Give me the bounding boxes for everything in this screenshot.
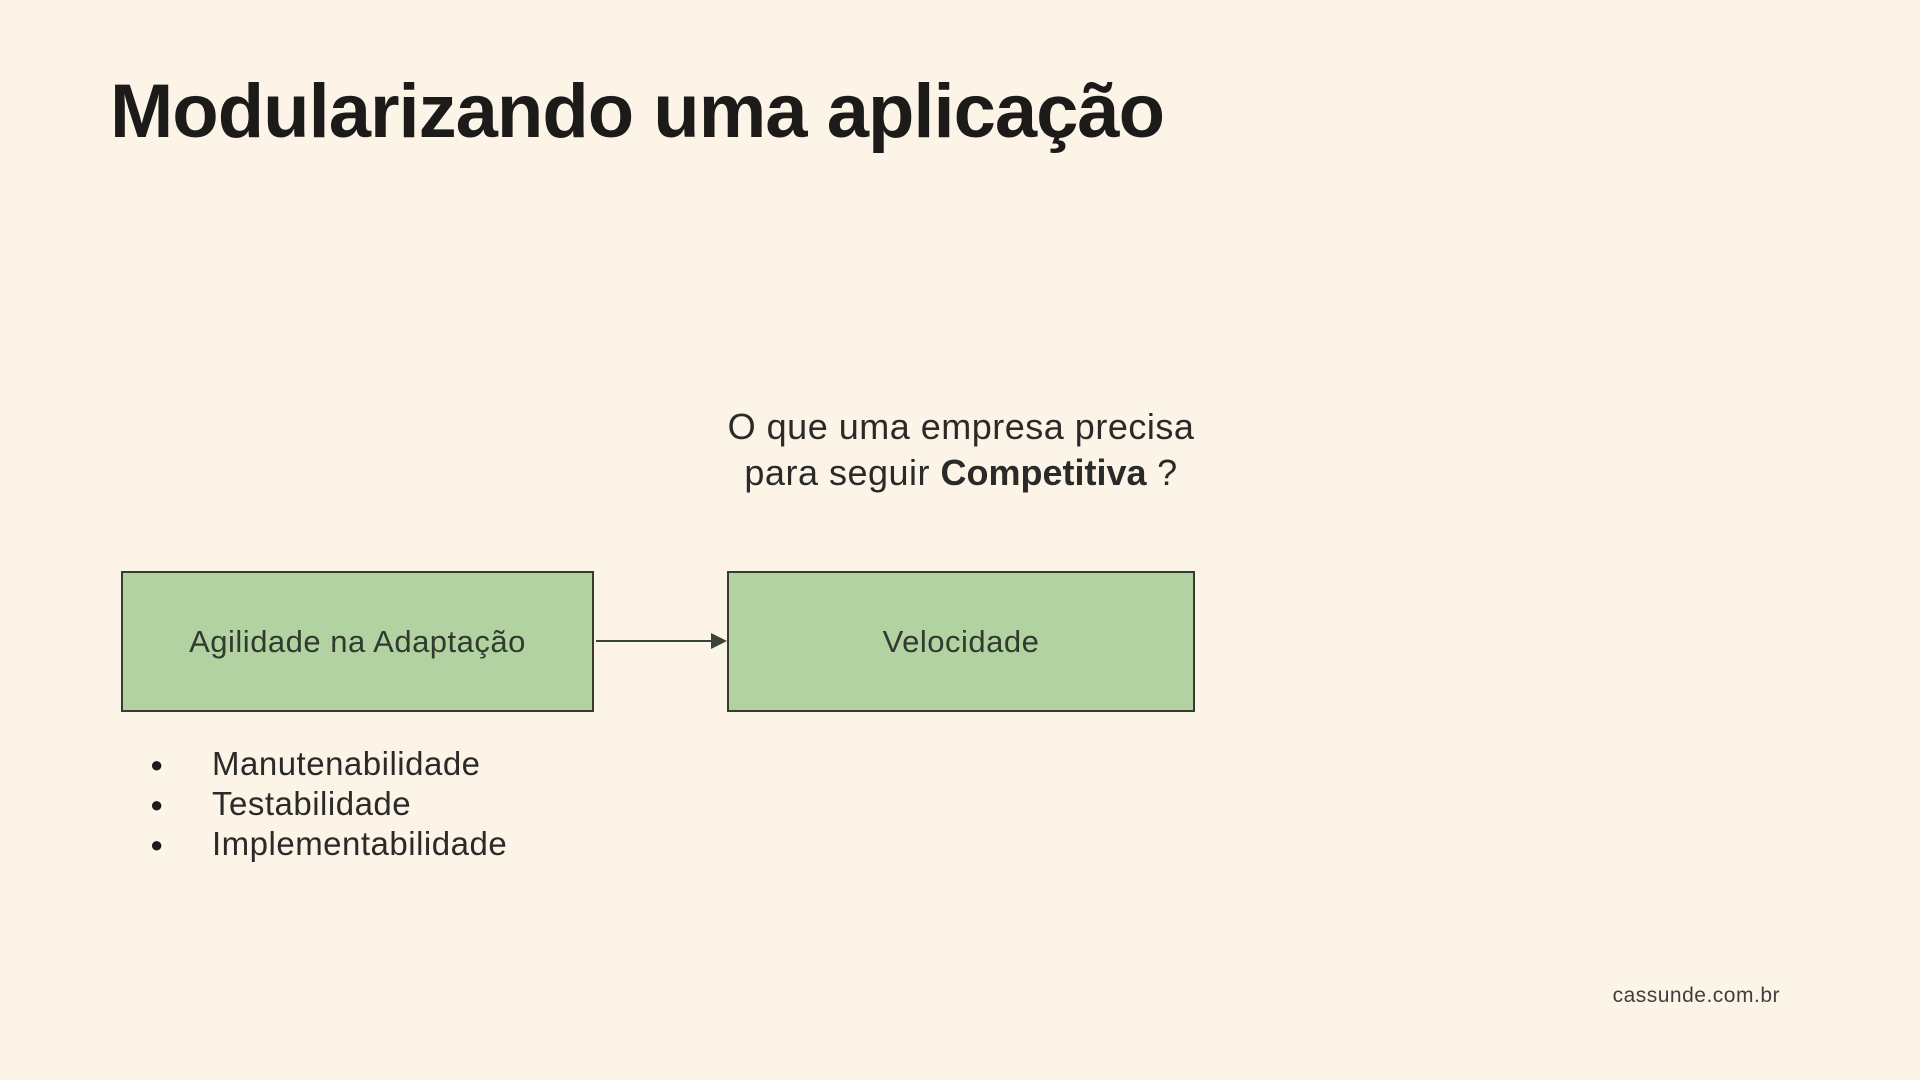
benefits-list: Manutenabilidade Testabilidade Implement… — [150, 744, 507, 865]
footer-website-url: cassunde.com.br — [1612, 984, 1780, 1007]
diagram-box-velocidade-label: Velocidade — [882, 623, 1040, 659]
question-line1: O que uma empresa precisa — [727, 406, 1195, 447]
diagram-box-velocidade: Velocidade — [727, 571, 1195, 712]
question-text: O que uma empresa precisa para seguir Co… — [661, 404, 1261, 496]
slide-title: Modularizando uma aplicação — [110, 69, 1165, 154]
list-item: Implementabilidade — [150, 824, 507, 865]
diagram-box-agilidade-label: Agilidade na Adaptação — [189, 623, 526, 659]
question-line2-pre: para seguir — [744, 452, 941, 493]
arrow-connector-line — [596, 640, 713, 642]
list-item: Manutenabilidade — [150, 744, 507, 785]
list-item: Testabilidade — [150, 784, 507, 825]
question-line2-post: ? — [1146, 452, 1178, 493]
question-keyword: Competitiva — [940, 452, 1147, 493]
diagram-box-agilidade: Agilidade na Adaptação — [121, 571, 594, 712]
arrow-right-icon — [711, 633, 727, 649]
